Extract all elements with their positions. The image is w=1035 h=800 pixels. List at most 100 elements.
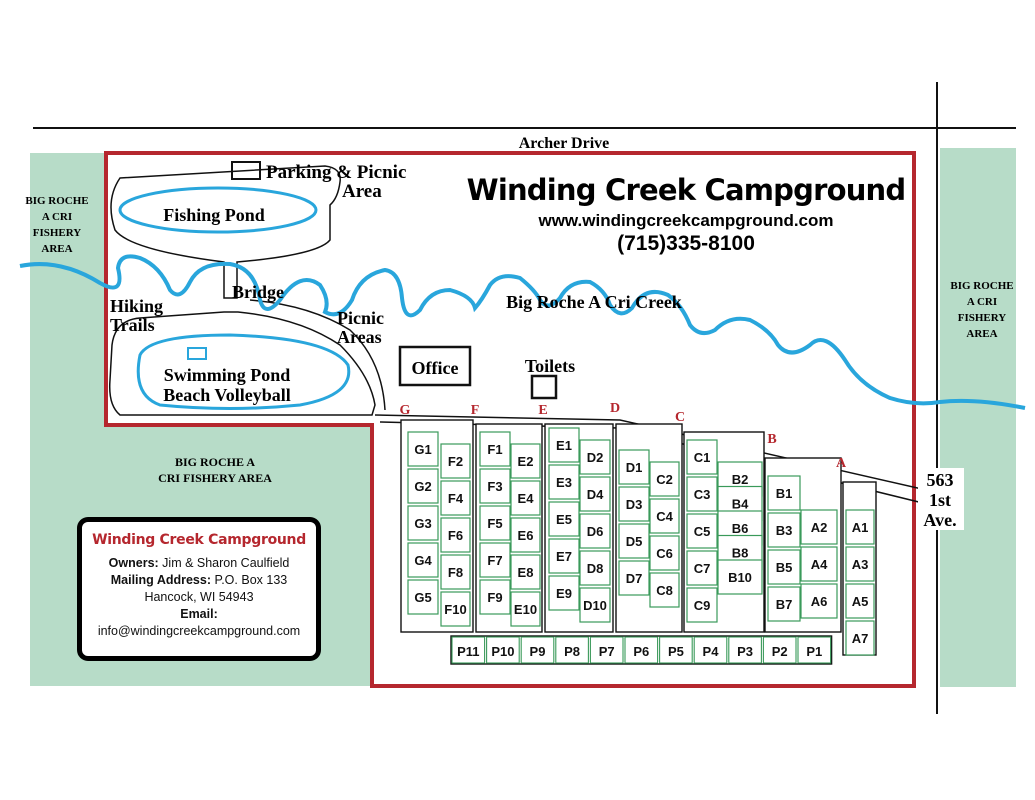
campsite-box[interactable] [693,636,728,664]
campsite-b2[interactable]: B2 [732,472,749,487]
campsite-box[interactable] [579,513,611,549]
campsite-box[interactable] [618,560,650,596]
campsite-box[interactable] [579,439,611,475]
campsite-box[interactable] [407,579,439,615]
campsite-c1[interactable]: C1 [694,450,711,465]
campsite-box[interactable] [845,509,875,545]
campsite-box[interactable] [800,546,838,582]
campsite-p9[interactable]: P9 [530,644,546,659]
campsite-p4[interactable]: P4 [703,644,720,659]
campsite-p6[interactable]: P6 [633,644,649,659]
campsite-e6[interactable]: E6 [518,528,534,543]
campsite-box[interactable] [440,480,471,516]
campsite-box[interactable] [407,505,439,541]
campsite-box[interactable] [649,572,680,608]
campsite-box[interactable] [407,468,439,504]
campsite-p8[interactable]: P8 [564,644,580,659]
campsite-g5[interactable]: G5 [414,590,431,605]
campsite-box[interactable] [624,636,659,664]
campsite-box[interactable] [845,546,875,582]
campsite-d10[interactable]: D10 [583,598,607,613]
campsite-c8[interactable]: C8 [656,583,673,598]
campsite-f9[interactable]: F9 [487,590,502,605]
campsite-box[interactable] [510,480,541,516]
campsite-box[interactable] [618,523,650,559]
campsite-box[interactable] [548,538,580,574]
campsite-box[interactable] [579,476,611,512]
campsite-f8[interactable]: F8 [448,565,463,580]
campsite-box[interactable] [767,512,801,548]
campsite-p2[interactable]: P2 [772,644,788,659]
campsite-box[interactable] [579,587,611,623]
campsite-d6[interactable]: D6 [587,524,604,539]
campsite-box[interactable] [686,587,718,623]
campsite-box[interactable] [767,475,801,511]
campsite-a3[interactable]: A3 [852,557,869,572]
campsite-box[interactable] [548,575,580,611]
campsite-p5[interactable]: P5 [668,644,684,659]
campsite-p7[interactable]: P7 [599,644,615,659]
campsite-box[interactable] [555,636,589,664]
campsite-box[interactable] [728,636,762,664]
campsite-box[interactable] [479,542,511,578]
campsite-d8[interactable]: D8 [587,561,604,576]
campsite-d3[interactable]: D3 [626,497,643,512]
campsite-box[interactable] [520,636,555,664]
campsite-e3[interactable]: E3 [556,475,572,490]
campsite-f6[interactable]: F6 [448,528,463,543]
campsite-box[interactable] [510,517,541,553]
campsite-a7[interactable]: A7 [852,631,869,646]
campsite-box[interactable] [479,505,511,541]
campsite-a5[interactable]: A5 [852,594,869,609]
campsite-box[interactable] [797,636,832,664]
campsite-b7[interactable]: B7 [776,597,793,612]
campsite-box[interactable] [649,461,680,497]
email-address[interactable]: info@windingcreekcampground.com [97,624,301,638]
campsite-box[interactable] [479,579,511,615]
campsite-box[interactable] [479,468,511,504]
campsite-e4[interactable]: E4 [518,491,535,506]
campsite-p3[interactable]: P3 [737,644,753,659]
campsite-b3[interactable]: B3 [776,523,793,538]
campsite-f4[interactable]: F4 [448,491,464,506]
campsite-f3[interactable]: F3 [487,479,502,494]
campsite-a6[interactable]: A6 [811,594,828,609]
campsite-p1[interactable]: P1 [806,644,822,659]
campsite-box[interactable] [686,550,718,586]
campsite-box[interactable] [762,636,797,664]
campsite-e1[interactable]: E1 [556,438,572,453]
campsite-box[interactable] [510,554,541,590]
campsite-f5[interactable]: F5 [487,516,502,531]
campsite-d7[interactable]: D7 [626,571,643,586]
campsite-c6[interactable]: C6 [656,546,673,561]
campsite-d1[interactable]: D1 [626,460,643,475]
campsite-g2[interactable]: G2 [414,479,431,494]
campsite-box[interactable] [440,517,471,553]
campsite-box[interactable] [486,636,520,664]
campsite-box[interactable] [510,443,541,479]
campsite-box[interactable] [407,542,439,578]
campsite-box[interactable] [589,636,624,664]
campsite-c9[interactable]: C9 [694,598,711,613]
campsite-b10[interactable]: B10 [728,570,752,585]
campsite-g4[interactable]: G4 [414,553,432,568]
campsite-e9[interactable]: E9 [556,586,572,601]
campsite-c2[interactable]: C2 [656,472,673,487]
campsite-p11[interactable]: P11 [457,644,479,659]
campsite-d5[interactable]: D5 [626,534,643,549]
campsite-f2[interactable]: F2 [448,454,463,469]
campsite-box[interactable] [649,535,680,571]
campsite-f1[interactable]: F1 [487,442,502,457]
campsite-box[interactable] [686,513,718,549]
campsite-b8[interactable]: B8 [732,546,749,561]
campsite-c7[interactable]: C7 [694,561,711,576]
campsite-box[interactable] [579,550,611,586]
campsite-box[interactable] [479,431,511,467]
campsite-box[interactable] [440,554,471,590]
campsite-b6[interactable]: B6 [732,521,749,536]
campsite-e8[interactable]: E8 [518,565,534,580]
campsite-a2[interactable]: A2 [811,520,828,535]
campsite-e2[interactable]: E2 [518,454,534,469]
campsite-box[interactable] [618,449,650,485]
campsite-b5[interactable]: B5 [776,560,793,575]
